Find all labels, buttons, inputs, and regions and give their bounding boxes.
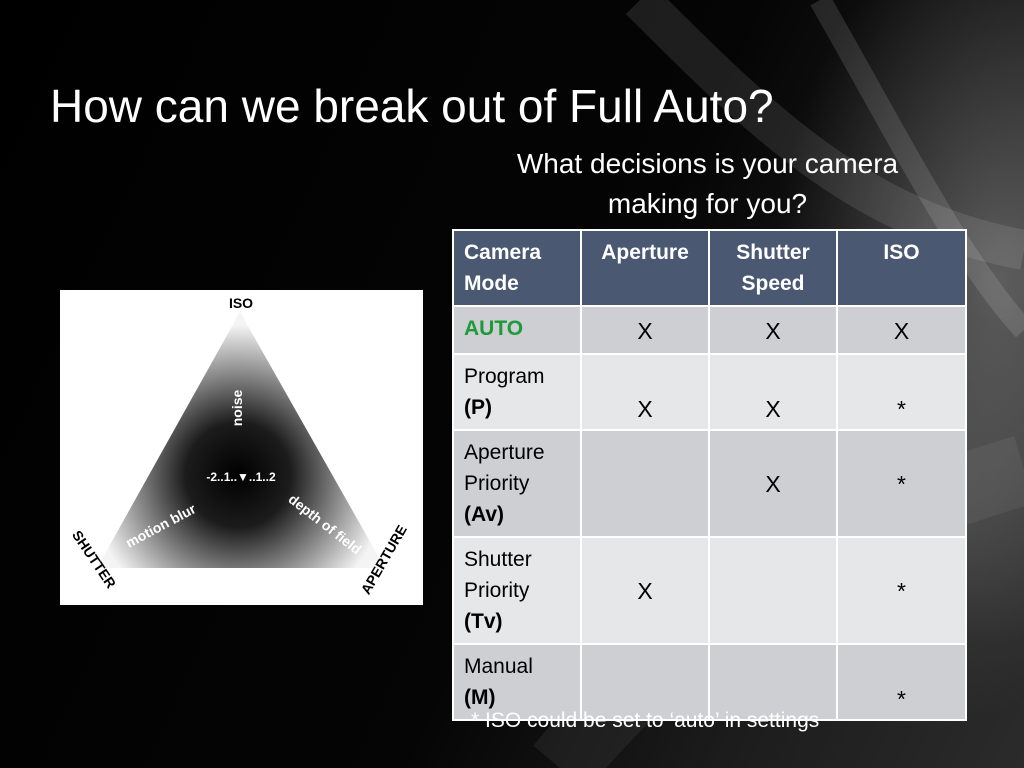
mode-cell: Shutter Priority (Tv) — [452, 536, 582, 645]
header-iso-label: ISO — [883, 241, 920, 264]
table-row: AUTO X X X — [452, 305, 967, 355]
table-header-row: Camera Mode Aperture Shutter Speed ISO — [452, 229, 967, 307]
aperture-value: X — [580, 353, 710, 431]
mode-name-auto: AUTO — [464, 317, 524, 340]
exposure-scale: -2..1..▼..1..2 — [206, 470, 276, 484]
mode-name: Program — [464, 365, 545, 388]
exposure-triangle-svg: ISO noise -2..1..▼..1..2 motion blur dep… — [69, 295, 410, 597]
iso-value: X — [836, 305, 967, 355]
header-shutter-speed-line-1: Shutter — [736, 241, 810, 264]
mode-cell: AUTO — [452, 305, 582, 355]
table-row: Shutter Priority (Tv) X * — [452, 536, 967, 645]
shutter-value: X — [708, 429, 838, 538]
table-row: Manual (M) * — [452, 643, 967, 721]
aperture-value — [580, 643, 710, 721]
subtitle-line-1: What decisions is your camera — [516, 148, 899, 179]
aperture-value: X — [580, 536, 710, 645]
iso-value: * — [836, 643, 967, 721]
header-iso: ISO — [836, 229, 967, 307]
mode-name: Aperture Priority — [464, 441, 545, 495]
table-row: Program (P) X X * — [452, 353, 967, 431]
aperture-value: X — [580, 305, 710, 355]
slide-title: How can we break out of Full Auto? — [50, 80, 774, 132]
header-camera-mode: Camera Mode — [452, 229, 582, 307]
iso-value: * — [836, 353, 967, 431]
header-camera-mode-line-2: Mode — [464, 272, 519, 295]
iso-footnote: * ISO could be set to ‘auto’ in settings — [471, 709, 820, 732]
header-shutter-speed: Shutter Speed — [708, 229, 838, 307]
shutter-value — [708, 643, 838, 721]
iso-value: * — [836, 536, 967, 645]
mode-code: (M) — [464, 686, 496, 709]
mode-name: Manual — [464, 655, 533, 678]
table-row: Aperture Priority (Av) X * — [452, 429, 967, 538]
iso-label: ISO — [229, 295, 253, 311]
mode-cell: Aperture Priority (Av) — [452, 429, 582, 538]
mode-cell: Manual (M) — [452, 643, 582, 721]
camera-modes-table: Camera Mode Aperture Shutter Speed ISO A… — [452, 229, 967, 721]
mode-code: (Av) — [464, 503, 505, 526]
shutter-value: X — [708, 305, 838, 355]
header-camera-mode-line-1: Camera — [464, 241, 542, 264]
header-shutter-speed-line-2: Speed — [741, 272, 805, 295]
header-aperture-label: Aperture — [601, 241, 689, 264]
shutter-value — [708, 536, 838, 645]
iso-value: * — [836, 429, 967, 538]
mode-code: (P) — [464, 396, 492, 419]
mode-cell: Program (P) — [452, 353, 582, 431]
mode-name: Shutter Priority — [464, 548, 532, 602]
exposure-triangle-diagram: ISO noise -2..1..▼..1..2 motion blur dep… — [60, 290, 423, 605]
shutter-value: X — [708, 353, 838, 431]
subtitle-line-2: making for you? — [607, 188, 808, 219]
aperture-value — [580, 429, 710, 538]
header-aperture: Aperture — [580, 229, 710, 307]
slide-subtitle: What decisions is your camera making for… — [470, 144, 945, 224]
mode-code: (Tv) — [464, 610, 503, 633]
noise-label: noise — [229, 390, 245, 427]
exposure-triangle — [97, 312, 385, 568]
